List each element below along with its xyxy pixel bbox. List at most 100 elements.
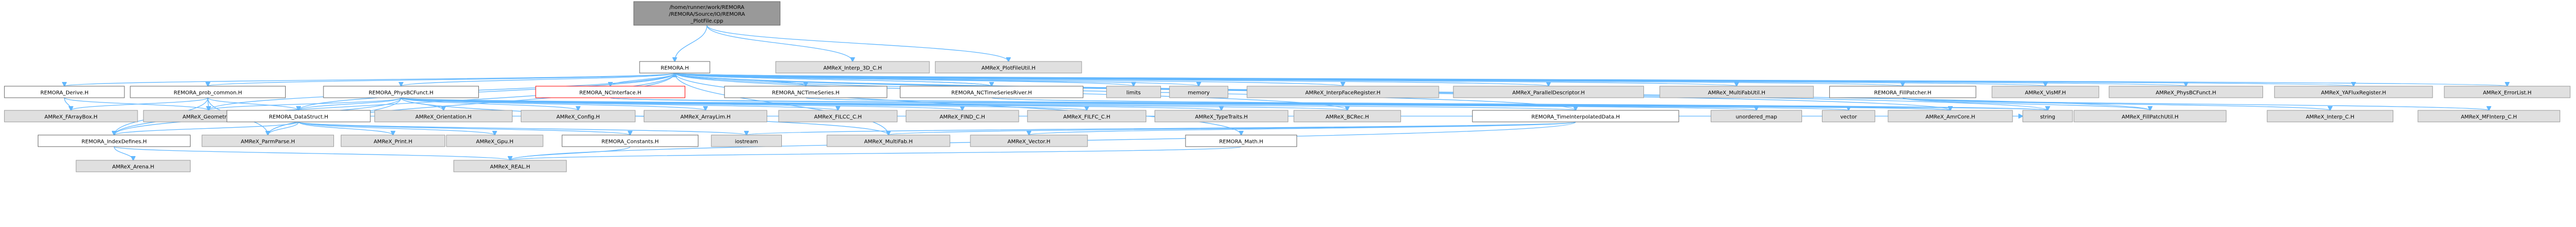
node-timeinterp[interactable]: REMORA_TimeInterpolatedData.H: [1472, 110, 1679, 122]
node-box-derive: [4, 86, 125, 98]
node-box-errorlist: [2444, 86, 2571, 98]
node-mfinterp[interactable]: AMReX_MFInterp_C.H: [2417, 110, 2560, 122]
node-nctimeseries[interactable]: REMORA_NCTimeSeries.H: [724, 86, 887, 98]
node-interpfaceregister[interactable]: AMReX_InterpFaceRegister.H: [1247, 86, 1439, 98]
node-fillpatcher[interactable]: REMORA_FillPatcher.H: [1829, 86, 1976, 98]
node-box-filfc: [1027, 110, 1147, 122]
node-box-real: [453, 160, 567, 172]
node-paralleldescriptor[interactable]: AMReX_ParallelDescriptor.H: [1453, 86, 1644, 98]
node-label-geometry: AMReX_Geometry.H: [183, 115, 235, 120]
node-parmparse[interactable]: AMReX_ParmParse.H: [202, 135, 334, 147]
node-yafluxregister[interactable]: AMReX_YAFluxRegister.H: [2274, 86, 2433, 98]
node-box-physbcfunct_amrex: [2109, 86, 2263, 98]
node-box-vector: [1821, 110, 1876, 122]
node-math[interactable]: REMORA_Math.H: [1185, 135, 1297, 147]
node-iostream[interactable]: iostream: [711, 135, 782, 147]
node-box-constants: [561, 135, 699, 147]
node-box-print: [340, 135, 445, 147]
node-src[interactable]: /home/runner/work/REMORA/REMORA/Source/I…: [633, 1, 781, 26]
node-label-physbcfunct_amrex: AMReX_PhysBCFunct.H: [2156, 90, 2216, 96]
node-farraybox[interactable]: AMReX_FArrayBox.H: [4, 110, 138, 122]
node-box-parmparse: [202, 135, 334, 147]
node-box-plotfileutil: [935, 61, 1082, 74]
edge-physbcfunct-to-timeinterp: [401, 97, 1576, 110]
edge-remora_h-to-prob_common: [208, 73, 675, 86]
node-label-multifabutil: AMReX_MultiFabUtil.H: [1708, 90, 1765, 96]
node-label-arena: AMReX_Arena.H: [112, 164, 154, 170]
node-label-nctimeseriesriver: REMORA_NCTimeSeriesRiver.H: [951, 90, 1032, 96]
node-datastruct[interactable]: REMORA_DataStruct.H: [226, 110, 371, 122]
node-label-yafluxregister: AMReX_YAFluxRegister.H: [2321, 90, 2386, 96]
node-box-filcc: [778, 110, 898, 122]
node-box-ncinterface: [535, 86, 686, 98]
node-multifabutil[interactable]: AMReX_MultiFabUtil.H: [1659, 86, 1814, 98]
node-orientation[interactable]: AMReX_Orientation.H: [374, 110, 513, 122]
node-nctimeseriesriver[interactable]: REMORA_NCTimeSeriesRiver.H: [899, 86, 1084, 98]
node-label-typetraits: AMReX_TypeTraits.H: [1195, 115, 1248, 120]
edge-prob_common-to-farraybox: [71, 97, 208, 110]
node-box-limits: [1106, 86, 1161, 98]
node-vismf[interactable]: AMReX_VisMF.H: [1992, 86, 2099, 98]
node-arena[interactable]: AMReX_Arena.H: [76, 160, 191, 172]
node-vector_amrex[interactable]: AMReX_Vector.H: [970, 135, 1088, 147]
node-print[interactable]: AMReX_Print.H: [340, 135, 445, 147]
node-box-fillpatcher: [1829, 86, 1976, 98]
nodes-layer: /home/runner/work/REMORA/REMORA/Source/I…: [4, 1, 2571, 172]
node-box-yafluxregister: [2274, 86, 2433, 98]
node-box-typetraits: [1154, 110, 1289, 122]
node-label-plotfileutil: AMReX_PlotFileUtil.H: [981, 66, 1035, 71]
node-label-interpfaceregister: AMReX_InterpFaceRegister.H: [1305, 90, 1380, 96]
node-config[interactable]: AMReX_Config.H: [520, 110, 636, 122]
node-box-amrcore: [1888, 110, 2013, 122]
node-indexdefines[interactable]: REMORA_IndexDefines.H: [37, 135, 191, 147]
node-box-multifab: [826, 135, 950, 147]
node-box-unordered_map: [1711, 110, 1802, 122]
node-vector[interactable]: vector: [1821, 110, 1876, 122]
node-physbcfunct[interactable]: REMORA_PhysBCFunct.H: [323, 86, 479, 98]
node-plotfileutil[interactable]: AMReX_PlotFileUtil.H: [935, 61, 1082, 74]
node-unordered_map[interactable]: unordered_map: [1711, 110, 1802, 122]
node-find_c[interactable]: AMReX_FIND_C.H: [905, 110, 1019, 122]
node-errorlist[interactable]: AMReX_ErrorList.H: [2444, 86, 2571, 98]
node-memory[interactable]: memory: [1169, 86, 1229, 98]
node-derive[interactable]: REMORA_Derive.H: [4, 86, 125, 98]
node-box-nctimeseries: [724, 86, 887, 98]
edge-datastruct-to-parmparse: [268, 121, 299, 135]
node-box-iostream: [711, 135, 782, 147]
node-filcc[interactable]: AMReX_FILCC_C.H: [778, 110, 898, 122]
node-box-mfinterp: [2417, 110, 2560, 122]
edge-timeinterp-to-multifab: [888, 121, 1576, 135]
node-fillpatchutil[interactable]: AMReX_FillPatchUtil.H: [2074, 110, 2227, 122]
node-constants[interactable]: REMORA_Constants.H: [561, 135, 699, 147]
node-interp_c[interactable]: AMReX_Interp_C.H: [2267, 110, 2394, 122]
node-typetraits[interactable]: AMReX_TypeTraits.H: [1154, 110, 1289, 122]
node-label-timeinterp: REMORA_TimeInterpolatedData.H: [1532, 115, 1620, 120]
node-label-string: string: [2040, 115, 2055, 120]
node-multifab[interactable]: AMReX_MultiFab.H: [826, 135, 950, 147]
edge-timeinterp-to-iostream: [747, 121, 1576, 135]
node-box-arraylim: [644, 110, 768, 122]
node-label-errorlist: AMReX_ErrorList.H: [2483, 90, 2532, 96]
node-box-orientation: [374, 110, 513, 122]
node-amrcore[interactable]: AMReX_AmrCore.H: [1888, 110, 2013, 122]
edge-remora_h-to-physbcfunct: [401, 73, 675, 86]
node-real[interactable]: AMReX_REAL.H: [453, 160, 567, 172]
node-bcrec[interactable]: AMReX_BCRec.H: [1293, 110, 1401, 122]
node-interp3d[interactable]: AMReX_Interp_3D_C.H: [775, 61, 930, 74]
edge-datastruct-to-print: [298, 121, 393, 135]
node-filfc[interactable]: AMReX_FILFC_C.H: [1027, 110, 1147, 122]
node-ncinterface[interactable]: REMORA_NCInterface.H: [535, 86, 686, 98]
edge-datastruct-to-iostream: [298, 121, 747, 135]
node-prob_common[interactable]: REMORA_prob_common.H: [130, 86, 286, 98]
node-label-vector_amrex: AMReX_Vector.H: [1008, 139, 1051, 145]
node-physbcfunct_amrex[interactable]: AMReX_PhysBCFunct.H: [2109, 86, 2263, 98]
node-gpu[interactable]: AMReX_Gpu.H: [446, 135, 543, 147]
node-arraylim[interactable]: AMReX_ArrayLim.H: [644, 110, 768, 122]
node-remora_h[interactable]: REMORA.H: [639, 61, 710, 74]
edge-physbcfunct-to-arraylim: [401, 97, 706, 110]
node-box-multifabutil: [1659, 86, 1814, 98]
node-limits[interactable]: limits: [1106, 86, 1161, 98]
node-label-orientation: AMReX_Orientation.H: [415, 115, 472, 120]
node-string[interactable]: string: [2022, 110, 2073, 122]
